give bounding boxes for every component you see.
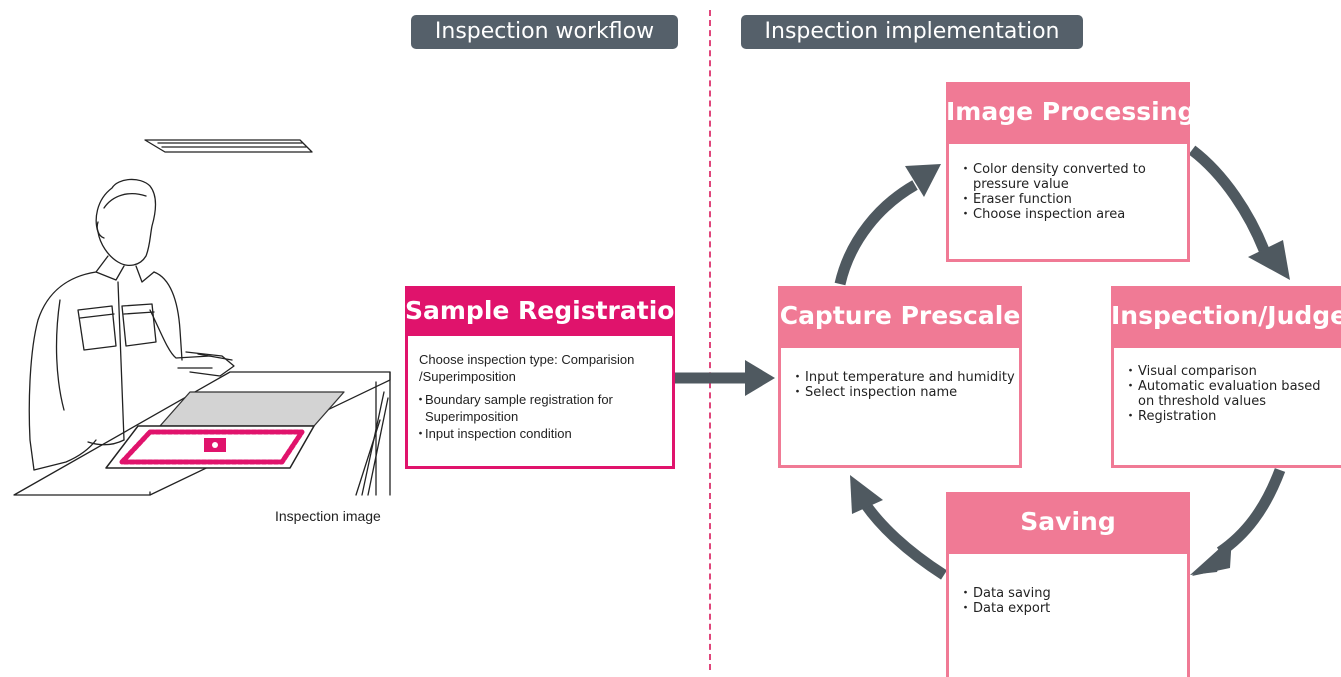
list-item: Choose inspection area: [959, 207, 1187, 222]
list-item: Input temperature and humidity: [791, 370, 1019, 385]
inspection-implementation-header: Inspection implementation: [741, 15, 1083, 49]
inspection-image-caption: Inspection image: [275, 508, 381, 524]
image-processing-title: Image Processing: [946, 82, 1195, 144]
image-processing-box: Image Processing Color density converted…: [946, 82, 1195, 262]
saving-box: Saving Data saving Data export: [946, 492, 1190, 677]
saving-title: Saving: [946, 492, 1190, 554]
list-item: Data saving: [959, 586, 1187, 601]
list-item: Color density converted to pressure valu…: [959, 162, 1163, 192]
capture-prescale-list: Input temperature and humidity Select in…: [791, 370, 1019, 400]
list-item: Registration: [1124, 409, 1341, 424]
list-item: Eraser function: [959, 192, 1187, 207]
image-processing-list: Color density converted to pressure valu…: [959, 162, 1187, 222]
sample-registration-description: Choose inspection type: Comparision /Sup…: [419, 352, 635, 384]
sample-registration-box: Sample Registration Choose inspection ty…: [405, 286, 692, 469]
capture-prescale-box: Capture Prescale Input temperature and h…: [778, 286, 1022, 468]
processing-to-judge-arrow: [1188, 145, 1270, 253]
section-divider: [709, 10, 711, 670]
list-item: Automatic evaluation based on threshold …: [1124, 379, 1328, 409]
inspection-judge-title: Inspection/Judge: [1111, 286, 1341, 348]
list-item: Visual comparison: [1124, 364, 1341, 379]
inspection-judge-box: Inspection/Judge Visual comparison Autom…: [1111, 286, 1341, 468]
capture-to-processing-arrow: [834, 180, 918, 286]
capture-prescale-title: Capture Prescale: [778, 286, 1022, 348]
list-item: Select inspection name: [791, 385, 1019, 400]
worker-illustration: [13, 139, 391, 496]
list-item: Input inspection condition: [414, 425, 666, 442]
list-item: Boundary sample registration for Superim…: [414, 391, 666, 425]
inspection-judge-list: Visual comparison Automatic evaluation b…: [1124, 364, 1341, 424]
ceiling-light-icon: [144, 139, 313, 153]
saving-to-capture-arrow: [861, 501, 947, 580]
sample-registration-title: Sample Registration: [405, 286, 692, 336]
list-item: Data export: [959, 601, 1187, 616]
saving-list: Data saving Data export: [959, 586, 1187, 616]
inspection-workflow-header: Inspection workflow: [411, 15, 678, 49]
sample-registration-list: Boundary sample registration for Superim…: [414, 391, 666, 442]
